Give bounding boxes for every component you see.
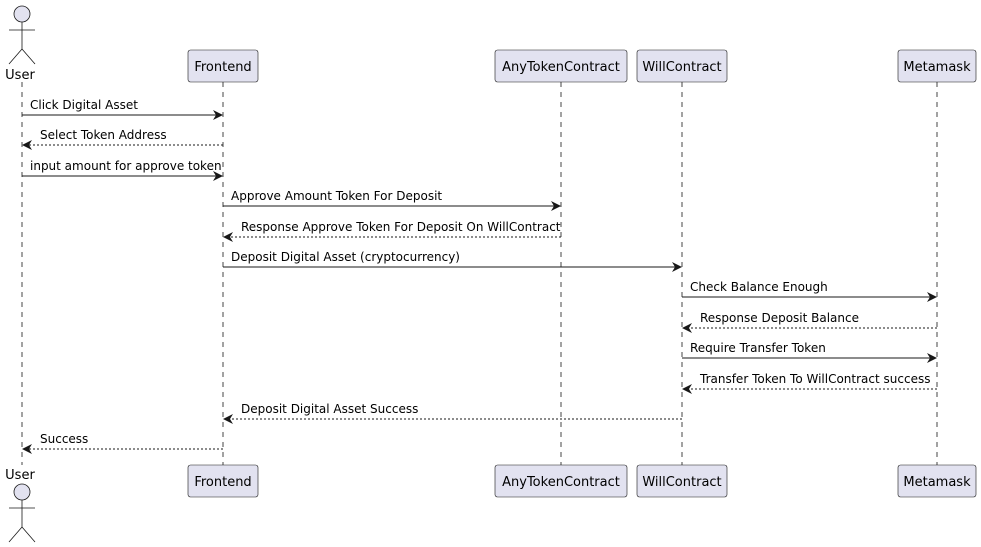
participant-box [897,49,977,83]
participant-box [494,49,628,83]
participant-label: WillContract [642,475,721,490]
participant-will-bottom: WillContract [636,464,728,498]
message-10: Transfer Token To WillContract success [682,372,937,394]
message-label: input amount for approve token [30,159,222,173]
participant-label: WillContract [642,60,721,75]
message-4: Approve Amount Token For Deposit [223,189,561,211]
message-label: Transfer Token To WillContract success [699,372,930,386]
participant-frontend-bottom: Frontend [187,464,259,498]
participant-box [494,464,628,498]
message-label: Select Token Address [40,128,167,142]
message-8: Response Deposit Balance [682,311,937,333]
message-label: Response Deposit Balance [700,311,859,325]
message-1: Click Digital Asset [22,98,223,120]
participant-label: Frontend [194,475,251,490]
participant-box [187,464,259,498]
message-6: Deposit Digital Asset (cryptocurrency) [223,250,682,272]
actor-user-bottom: User [5,468,36,543]
message-2: Select Token Address [22,128,223,150]
actor-label: User [5,68,35,83]
message-12: Success [22,432,223,454]
participant-box [636,49,728,83]
message-label: Deposit Digital Asset Success [241,402,418,416]
participant-metamask-top: Metamask [897,49,977,83]
message-label: Approve Amount Token For Deposit [231,189,442,203]
message-11: Deposit Digital Asset Success [223,402,682,424]
person-icon [8,483,36,543]
participant-box [636,464,728,498]
actor-user-top: User [5,5,36,83]
message-label: Click Digital Asset [30,98,138,112]
participant-metamask-bottom: Metamask [897,464,977,498]
participant-label: Metamask [903,475,971,490]
participant-label: Frontend [194,60,251,75]
message-5: Response Approve Token For Deposit On Wi… [223,220,561,242]
person-icon [8,5,36,65]
message-7: Check Balance Enough [682,280,937,302]
message-label: Success [40,432,88,446]
message-label: Require Transfer Token [690,341,826,355]
participant-box [187,49,259,83]
message-label: Response Approve Token For Deposit On Wi… [241,220,561,234]
participant-label: AnyTokenContract [502,475,620,490]
participant-frontend-top: Frontend [187,49,259,83]
message-label: Deposit Digital Asset (cryptocurrency) [231,250,460,264]
participant-box [897,464,977,498]
participant-anytoken-top: AnyTokenContract [494,49,628,83]
message-3: input amount for approve token [22,159,223,181]
message-9: Require Transfer Token [682,341,937,363]
participant-will-top: WillContract [636,49,728,83]
participant-label: Metamask [903,60,971,75]
message-label: Check Balance Enough [690,280,828,294]
actor-label: User [5,468,35,483]
participant-anytoken-bottom: AnyTokenContract [494,464,628,498]
participant-label: AnyTokenContract [502,60,620,75]
